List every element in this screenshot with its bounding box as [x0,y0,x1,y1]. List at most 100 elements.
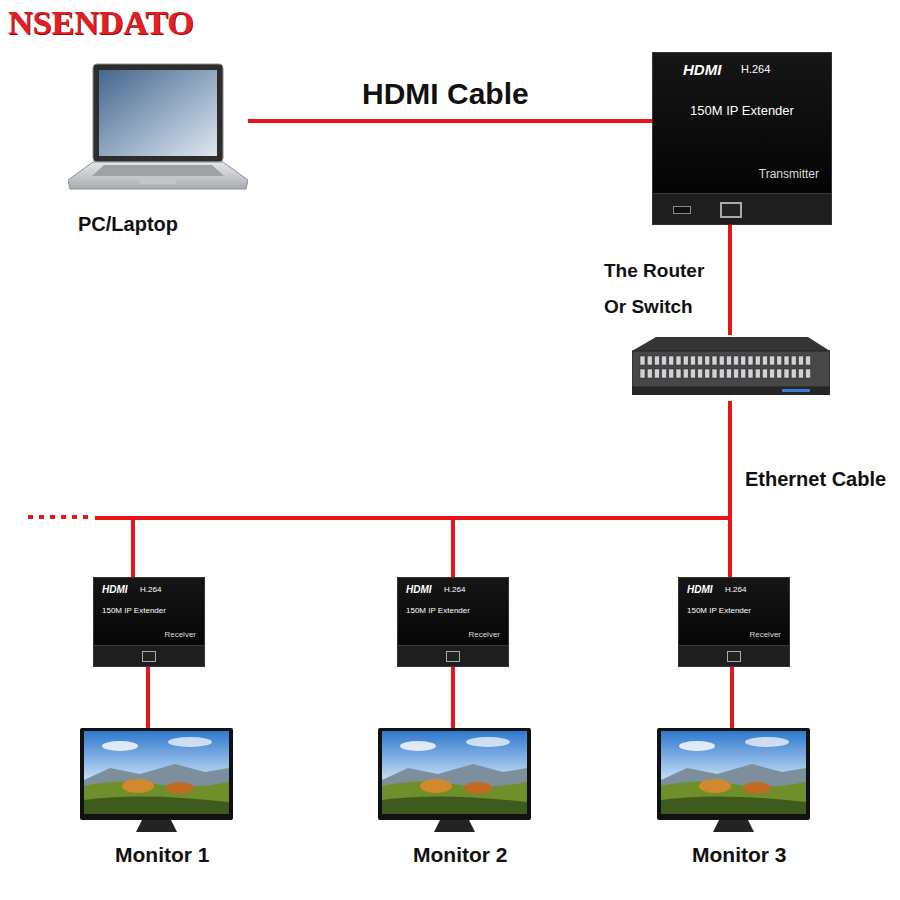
monitor-chin [84,814,229,820]
switch-port [719,356,724,365]
switch-port [798,356,803,365]
switch-port [748,369,753,378]
monitor-node: Monitor 3 [657,728,810,833]
switch-port [683,369,688,378]
field [382,781,527,814]
codec-text: H.264 [444,585,465,595]
receiver-box: HDMIH.264150M IP ExtenderReceiver [397,577,509,667]
switch-port [741,356,746,365]
field [84,781,229,814]
hdmi-port [673,206,691,214]
hills-far [382,764,527,814]
switch-port [676,356,681,365]
monitor-illustration [378,728,531,833]
cable-connector [248,119,652,123]
switch-port [640,369,645,378]
cloud [679,741,715,751]
switch-port [762,369,767,378]
monitor-chin [661,814,806,820]
switch-port [669,369,674,378]
switch-indicator [782,389,810,392]
bus-extension [95,516,133,520]
receiver-box: HDMI H.264 150M IP ExtenderReceiver [93,577,205,667]
role-text: Receiver [749,630,781,640]
ethernet-port [720,202,742,218]
device-caption: Monitor 2 [413,842,508,867]
ethernet-port [142,651,156,662]
monitor-bezel [378,728,531,820]
monitor-node: Monitor 1 [80,728,233,833]
hdmi-logo-text: HDMI [683,61,721,79]
codec-text: H.264 [725,585,746,595]
switch-front [632,351,830,387]
laptop-illustration [68,62,248,192]
cloud [745,737,789,747]
monitor-stand [136,820,177,832]
switch-port [647,356,652,365]
switch-port [690,356,695,365]
switch-port [784,369,789,378]
switch-port [698,356,703,365]
role-text: Receiver [164,630,196,640]
transmitter-box: HDMIH.264150M IP ExtenderTransmitter [652,52,832,225]
switch-port [777,356,782,365]
bus-continuation-dots [28,515,92,519]
switch-port [734,356,739,365]
hdmi-logo-text: HDMI [687,584,713,596]
autumn-trees [699,779,731,793]
autumn-trees [166,782,194,794]
cloud [466,737,510,747]
device-caption: Monitor 3 [692,842,787,867]
monitor-screen [84,731,229,814]
switch-bottom [632,387,830,395]
switch-port [654,369,659,378]
laptop-base [68,162,248,189]
field [661,781,806,814]
switch-port [770,356,775,365]
product-name: 150M IP Extender [102,606,166,616]
switch-port [705,356,710,365]
switch-port [791,369,796,378]
switch-port [698,369,703,378]
laptop-keyboard [92,165,224,176]
switch-illustration [632,335,830,401]
role-text: Transmitter [759,167,819,181]
codec-text: H.264 [140,585,161,595]
switch-port [683,356,688,365]
foreground [661,796,806,814]
laptop-touchpad [140,178,176,184]
cable-label: Ethernet Cable [743,468,888,491]
cloud [400,741,436,751]
switch-port [669,356,674,365]
laptop-node: PC/Laptop [68,62,248,192]
switch-port [640,356,645,365]
switch-port [654,356,659,365]
cable-connector [451,667,455,728]
device-caption: Monitor 1 [115,842,210,867]
switch-node: The Router Or Switch [632,335,830,401]
switch-top [632,337,830,351]
autumn-trees [122,779,154,793]
cable-connector [133,401,730,577]
monitor-bezel [80,728,233,820]
switch-port [690,369,695,378]
laptop-screen [99,70,217,156]
switch-port [755,369,760,378]
switch-port [676,369,681,378]
monitor-illustration [80,728,233,833]
monitor-screen [661,731,806,814]
device-caption: The Router Or Switch [604,253,720,325]
switch-port [712,356,717,365]
foreground [382,796,527,814]
monitor-stand [713,820,754,832]
cable-connector [728,225,732,335]
cloud [168,737,212,747]
foreground [84,796,229,814]
switch-port [784,356,789,365]
switch-port [712,369,717,378]
switch-port [741,369,746,378]
switch-port [719,369,724,378]
hdmi-logo-text: HDMI [102,584,128,596]
autumn-trees [420,779,452,793]
monitor-node: Monitor 2 [378,728,531,833]
